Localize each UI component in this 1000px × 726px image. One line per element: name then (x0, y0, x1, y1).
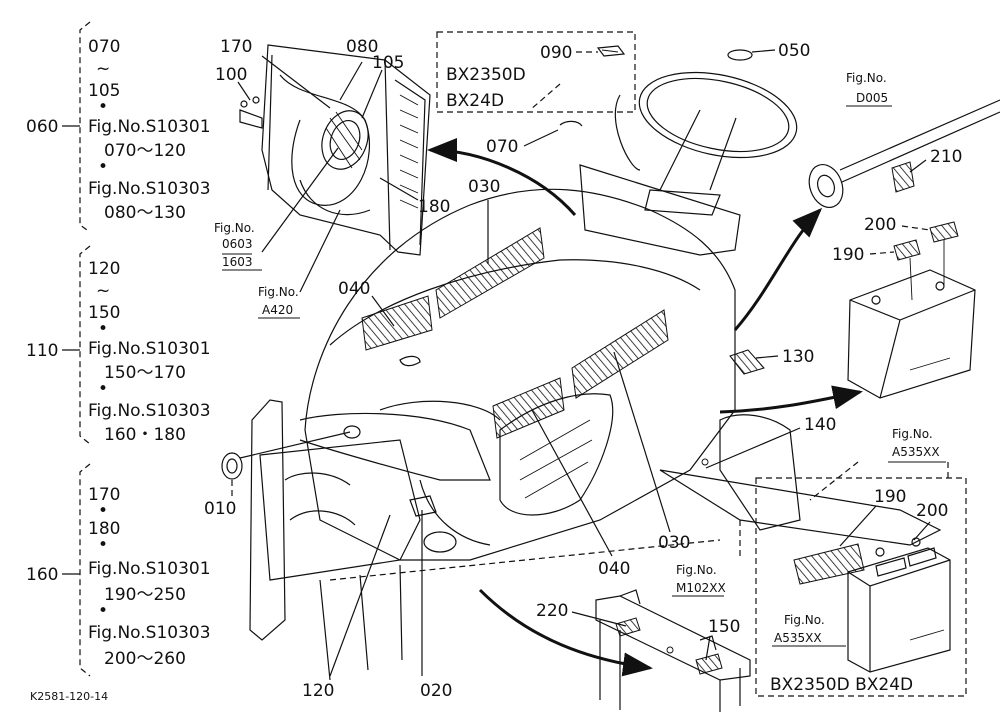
callout-030-top: 030 (468, 177, 500, 197)
callout-090: 090 (540, 43, 572, 63)
group-060: 060 070 ~ 105 • Fig.No.S10301 070～120 • … (26, 21, 211, 233)
svg-text:•: • (98, 501, 108, 521)
svg-text:120: 120 (88, 259, 120, 279)
svg-text:Fig.No.S10303: Fig.No.S10303 (88, 401, 211, 421)
callout-070: 070 (486, 137, 518, 157)
svg-text:•: • (98, 157, 108, 177)
svg-text:160・180: 160・180 (104, 425, 186, 445)
svg-text:~: ~ (96, 59, 110, 79)
callout-210: 210 (930, 147, 962, 167)
svg-text:1603: 1603 (222, 255, 253, 269)
svg-text:•: • (98, 319, 108, 339)
svg-text:Fig.No.: Fig.No. (676, 563, 717, 577)
callout-130: 130 (782, 347, 814, 367)
svg-text:170: 170 (88, 485, 120, 505)
frame-bracket (595, 589, 751, 712)
svg-text:BX2350D BX24D: BX2350D BX24D (770, 675, 913, 695)
svg-text:•: • (98, 379, 108, 399)
callout-080: 080 (346, 37, 378, 57)
callout-040-bottom: 040 (598, 559, 630, 579)
callout-010: 010 (204, 499, 236, 519)
callout-150: 150 (708, 617, 740, 637)
footer-code: K2581-120-14 (30, 690, 108, 703)
battery-top (847, 221, 976, 399)
svg-text:~: ~ (96, 281, 110, 301)
svg-text:105: 105 (88, 81, 120, 101)
callout-220: 220 (536, 601, 568, 621)
svg-text:•: • (98, 601, 108, 621)
group-160-id: 160 (26, 565, 58, 585)
group-160: 160 170 • 180 • Fig.No.S10301 190～250 • … (26, 463, 211, 677)
callout-050: 050 (778, 41, 810, 61)
svg-text:BX24D: BX24D (446, 91, 504, 111)
svg-text:Fig.No.S10301: Fig.No.S10301 (88, 117, 211, 137)
svg-text:BX2350D: BX2350D (446, 65, 526, 85)
callout-200-top: 200 (864, 215, 896, 235)
svg-text:190～250: 190～250 (104, 585, 186, 605)
group-060-id: 060 (26, 117, 58, 137)
callout-200-bottom: 200 (916, 501, 948, 521)
svg-text:D005: D005 (856, 91, 888, 105)
decal-040-top (361, 295, 433, 351)
steering-wheel (638, 49, 798, 216)
figref-A535-top: Fig.No. A535XX (888, 427, 949, 478)
callout-180: 180 (418, 197, 450, 217)
svg-text:Fig.No.S10303: Fig.No.S10303 (88, 179, 211, 199)
svg-text:Fig.No.: Fig.No. (258, 285, 299, 299)
svg-text:Fig.No.: Fig.No. (892, 427, 933, 441)
svg-text:•: • (98, 535, 108, 555)
callout-100: 100 (215, 65, 247, 85)
decal-030-side (571, 309, 669, 399)
svg-text:080～130: 080～130 (104, 203, 186, 223)
figref-D005: Fig.No. D005 (846, 71, 892, 107)
driveshaft (808, 99, 1000, 208)
callout-120: 120 (302, 681, 334, 701)
dashboard (559, 94, 741, 256)
callout-170: 170 (220, 37, 252, 57)
svg-text:A535XX: A535XX (774, 631, 822, 645)
callout-105: 105 (372, 53, 404, 73)
callout-020: 020 (420, 681, 452, 701)
callout-140: 140 (804, 415, 836, 435)
decal-030-top (435, 227, 545, 319)
model-box-top: BX2350D BX24D (436, 31, 636, 113)
svg-text:A420: A420 (262, 303, 293, 317)
svg-text:200～260: 200～260 (104, 649, 186, 669)
svg-text:180: 180 (88, 519, 120, 539)
emblem-010 (221, 452, 243, 498)
svg-text:150: 150 (88, 303, 120, 323)
group-110-id: 110 (26, 341, 58, 361)
svg-text:Fig.No.: Fig.No. (214, 221, 255, 235)
figref-M102: Fig.No. M102XX (672, 563, 726, 597)
figref-A535-bottom: Fig.No. A535XX (772, 613, 846, 647)
svg-text:Fig.No.: Fig.No. (784, 613, 825, 627)
svg-text:Fig.No.S10303: Fig.No.S10303 (88, 623, 211, 643)
svg-text:•: • (98, 97, 108, 117)
callout-030-bottom: 030 (658, 533, 690, 553)
group-110: 110 120 ~ 150 • Fig.No.S10301 150～170 • … (26, 245, 211, 445)
model-box-bottom: BX2350D BX24D (755, 477, 967, 697)
svg-text:070～120: 070～120 (104, 141, 186, 161)
callout-190-top: 190 (832, 245, 864, 265)
decal-130 (729, 349, 765, 375)
svg-text:M102XX: M102XX (676, 581, 726, 595)
svg-text:0603: 0603 (222, 237, 253, 251)
svg-text:070: 070 (88, 37, 120, 57)
figref-A420: Fig.No. A420 (258, 285, 300, 319)
radiator-assembly (239, 44, 431, 256)
callout-040-top: 040 (338, 279, 370, 299)
figref-0603: Fig.No. 0603 1603 (214, 221, 262, 271)
decal-040-side (492, 377, 565, 439)
svg-text:Fig.No.S10301: Fig.No.S10301 (88, 559, 211, 579)
svg-text:Fig.No.: Fig.No. (846, 71, 887, 85)
callout-190-bottom: 190 (874, 487, 906, 507)
svg-text:A535XX: A535XX (892, 445, 940, 459)
svg-text:150～170: 150～170 (104, 363, 186, 383)
svg-text:Fig.No.S10301: Fig.No.S10301 (88, 339, 211, 359)
